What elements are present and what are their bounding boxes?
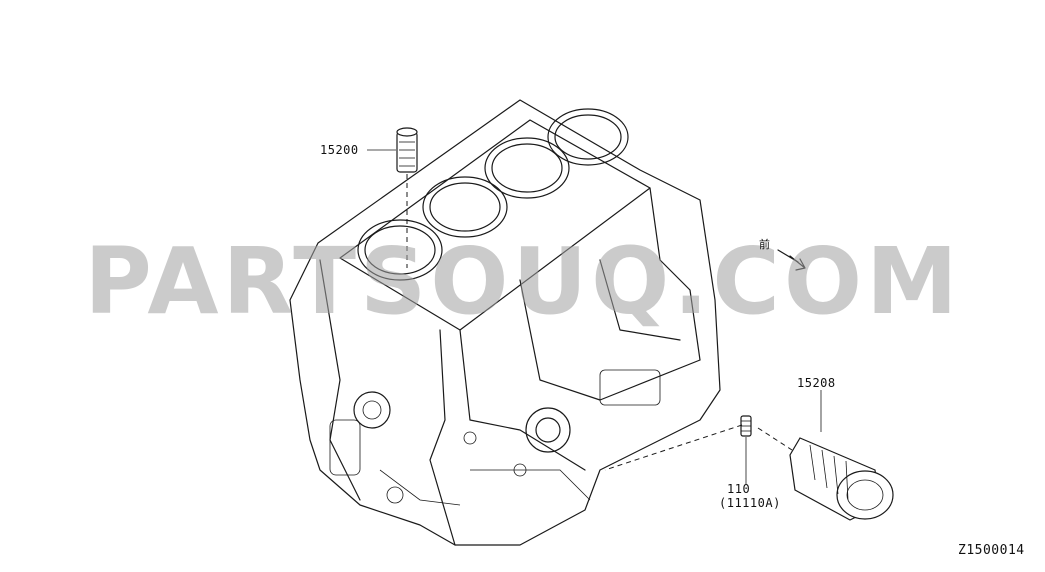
strainer-part-number: 15200 [320, 143, 359, 157]
stud-part-number: 110 [727, 482, 751, 496]
front-arrow-icon [777, 249, 806, 271]
stud-alt-part-number: (11110A) [719, 496, 781, 510]
oil-filter-part-number: 15208 [797, 376, 836, 390]
stud-part [604, 415, 793, 484]
diagram-code: Z1500014 [958, 543, 1025, 558]
cylinder-block [289, 99, 721, 546]
oil-filter-part [789, 390, 894, 521]
front-mark-label: 前 [759, 238, 771, 251]
strainer-part [367, 127, 418, 268]
